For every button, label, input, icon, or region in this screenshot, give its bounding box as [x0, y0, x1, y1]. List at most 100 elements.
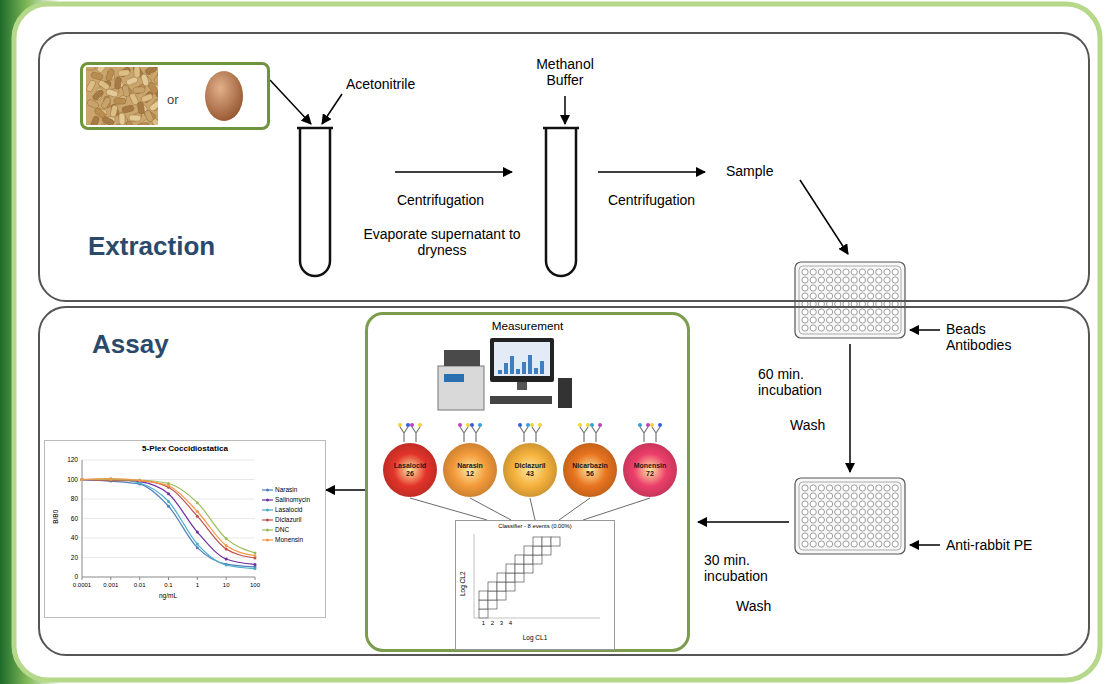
classifier-plot: Classifier - 8 events (0.00%) — [455, 520, 615, 650]
panel-heading: Extraction — [88, 232, 215, 262]
leader-line — [470, 498, 511, 520]
box-title: Measurement — [368, 319, 687, 332]
well-plate — [795, 262, 905, 338]
legend-line-sample — [262, 507, 273, 513]
reagent-label: Acetonitrile — [346, 76, 415, 92]
test-tube — [546, 128, 576, 276]
analyte-bead: Lasalocid 26 — [382, 442, 438, 498]
flow-arrow — [849, 344, 851, 472]
legend-line-sample — [262, 497, 273, 503]
test-tube — [300, 128, 330, 276]
antibody-symbol — [458, 423, 482, 442]
region-number: 3 — [497, 620, 506, 627]
panel-heading: Assay — [92, 330, 169, 360]
step-label: 30 min. incubation — [704, 552, 784, 584]
bead-circle — [623, 443, 677, 497]
legend-entry: Narasin — [262, 486, 297, 493]
tick-label: 0.001 — [96, 582, 126, 589]
step-label: Wash — [736, 598, 771, 614]
feed-pellets — [86, 67, 158, 125]
leader-line — [559, 498, 590, 520]
region-number: 2 — [488, 620, 497, 627]
reagent-label: Methanol Buffer — [525, 56, 605, 88]
flow-arrow — [564, 96, 566, 124]
bead-circle — [503, 443, 557, 497]
tick-label: 0 — [58, 573, 78, 580]
legend-line-sample — [262, 527, 273, 533]
step-label: 60 min. incubation — [758, 366, 838, 398]
reagent-label: Anti-rabbit PE — [946, 537, 1076, 553]
chart-title: 5-Plex Coccidiostatica — [45, 444, 325, 453]
legend-line-sample — [262, 537, 273, 543]
flow-arrow — [910, 329, 940, 331]
analyte-bead: Nicarbazin 56 — [562, 442, 618, 498]
tick-label: 20 — [58, 554, 78, 561]
bead-circle — [443, 443, 497, 497]
tick-label: 100 — [58, 476, 78, 483]
legend-line-sample — [262, 517, 273, 523]
tick-label: 0.1 — [154, 582, 184, 589]
legend-entry: Monensin — [262, 536, 303, 543]
flow-arrow — [598, 171, 705, 173]
plot-title: Classifier - 8 events (0.00%) — [456, 523, 614, 530]
assay-panel: AssayMeasurementLasalocid 26Narasin 12Di… — [38, 306, 1090, 656]
legend-entry: DNC — [262, 526, 289, 533]
legend-text: Lasalocid — [275, 506, 302, 513]
step-label: Evaporate supernatant to dryness — [362, 226, 522, 258]
well-plate — [795, 478, 905, 554]
analyte-bead: Narasin 12 — [442, 442, 498, 498]
region-number: 4 — [506, 620, 515, 627]
step-label: Wash — [790, 417, 825, 433]
analyte-bead: Diclazuril 43 — [502, 442, 558, 498]
flow-arrow — [322, 94, 342, 124]
antibody-symbol — [518, 423, 542, 442]
reagent-label: Beads Antibodies — [946, 321, 1036, 353]
legend-text: Monensin — [275, 536, 303, 543]
tube-lip — [297, 127, 333, 130]
bead-circle — [383, 443, 437, 497]
bead-label: Narasin 12 — [457, 462, 483, 477]
tick-label: 0.01 — [125, 582, 155, 589]
tick-label: 120 — [58, 456, 78, 463]
flow-arrow — [910, 544, 940, 546]
bead-circle — [563, 443, 617, 497]
flow-arrow — [800, 180, 848, 254]
outer-frame — [14, 4, 1100, 680]
connector-word: or — [167, 93, 179, 108]
legend-text: Narasin — [275, 486, 297, 493]
leader-line — [530, 498, 535, 520]
tick-label: 0.0001 — [67, 582, 97, 589]
antibody-symbol — [638, 423, 662, 442]
tick-label: 1 — [182, 582, 212, 589]
step-label: Sample — [726, 163, 773, 179]
flow-arrow — [395, 171, 512, 173]
tick-label: 80 — [58, 495, 78, 502]
tick-label: 40 — [58, 534, 78, 541]
bead-label: Nicarbazin 56 — [572, 462, 607, 477]
tick-label: 10 — [211, 582, 241, 589]
tick-label: 100 — [240, 582, 270, 589]
chart-plot — [81, 460, 257, 580]
legend-text: Salinomycin — [275, 496, 310, 503]
tube-lip — [543, 127, 579, 130]
legend-entry: Salinomycin — [262, 496, 310, 503]
luminex-instrument — [438, 338, 572, 410]
egg — [205, 71, 243, 121]
flow-arrow — [326, 489, 365, 491]
step-label: Centrifugation — [378, 192, 503, 208]
measurement-box: MeasurementLasalocid 26 Narasin 12 Diclazu… — [365, 312, 690, 652]
axis-title: ng/mL — [148, 592, 188, 599]
antibody-symbol — [578, 423, 602, 442]
axis-title: B/B0 — [52, 502, 59, 532]
legend-line-sample — [262, 487, 273, 493]
bead-label: Lasalocid 26 — [394, 462, 426, 477]
antibody-symbol — [398, 423, 422, 442]
step-label: Centrifugation — [589, 192, 714, 208]
legend-text: Diclazuril — [275, 516, 301, 523]
classifier-grid — [474, 534, 600, 618]
bead-label: Diclazuril 43 — [514, 462, 545, 477]
bead-label: Monensin 72 — [634, 462, 667, 477]
tick-label: 60 — [58, 515, 78, 522]
legend-text: DNC — [275, 526, 289, 533]
